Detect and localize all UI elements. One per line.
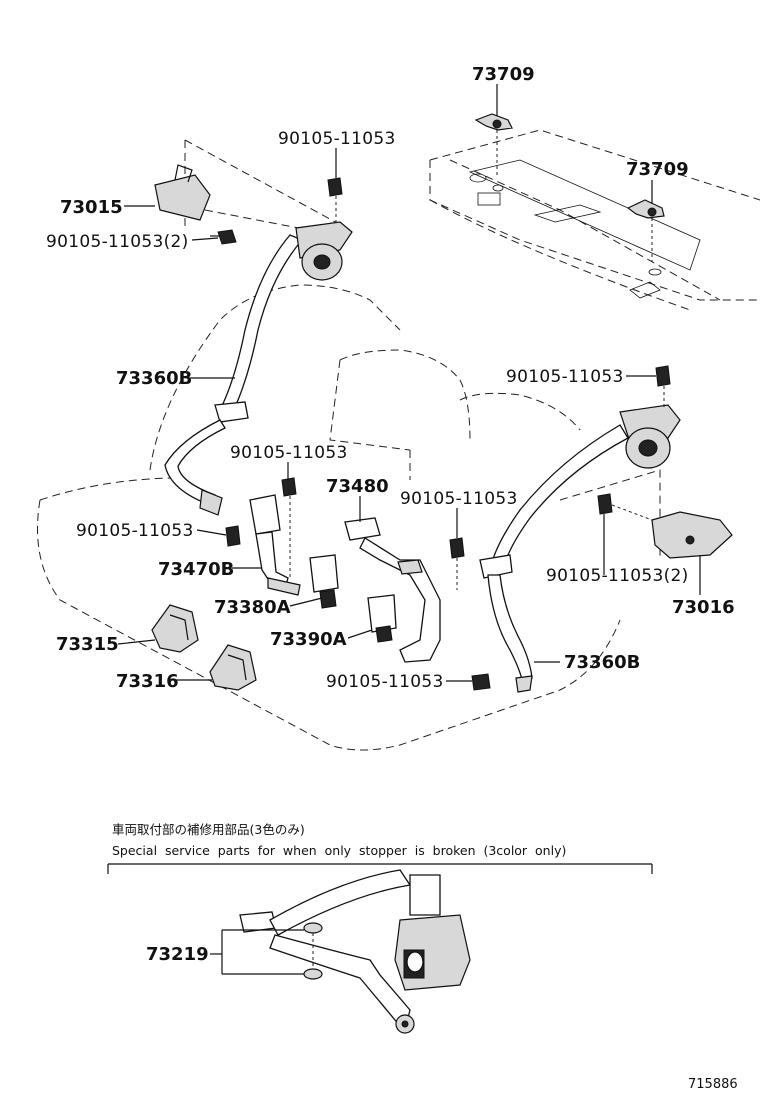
bolt-90105-left-low [225, 525, 241, 547]
label-90105-2-left: 90105-11053(2) [46, 232, 189, 252]
note-english: Special service parts for when only stop… [112, 843, 566, 858]
center-belt-73480 [344, 517, 441, 663]
label-73315: 73315 [56, 634, 119, 655]
left-belt-assembly [164, 221, 353, 516]
buckle-73470b [249, 494, 301, 596]
label-73480: 73480 [326, 476, 389, 497]
bolt-90105-right-pair [597, 493, 653, 521]
buckle-73390a [367, 594, 397, 643]
anchor-73015 [154, 164, 211, 221]
label-73380a: 73380A [214, 597, 291, 618]
reference-number: 715886 [688, 1077, 738, 1092]
label-90105-mid-left: 90105-11053 [230, 443, 348, 463]
bolt-90105-left-pair [210, 229, 237, 245]
label-73360b-left: 73360B [116, 368, 192, 389]
label-73016: 73016 [672, 597, 735, 618]
part-labels: 73709 73709 90105-11053 73015 90105-1105… [46, 64, 735, 692]
label-90105-2-right: 90105-11053(2) [546, 566, 689, 586]
cover-73315 [151, 604, 199, 653]
stopper-detail-drawing [239, 869, 471, 1034]
label-73015: 73015 [60, 197, 123, 218]
bracket-73709-top [474, 113, 513, 175]
note-japanese: 車両取付部の補修用部品(3色のみ) [112, 822, 305, 837]
cover-73316 [209, 644, 257, 691]
buckle-73380a [309, 554, 339, 609]
label-73709-right: 73709 [626, 159, 689, 180]
bracket-73709-right [626, 199, 665, 262]
label-73316: 73316 [116, 671, 179, 692]
label-90105-top: 90105-11053 [278, 129, 396, 149]
bolt-90105-center-left [281, 477, 297, 580]
label-73219-group: 73219 [146, 929, 304, 975]
bolt-90105-top-left [327, 177, 343, 225]
label-90105-left-low: 90105-11053 [76, 521, 194, 541]
package-tray-panel [429, 129, 760, 311]
bolt-90105-bottom [471, 673, 491, 691]
right-belt-assembly [479, 404, 681, 693]
label-73360b-right: 73360B [564, 652, 640, 673]
service-parts-note: 車両取付部の補修用部品(3色のみ) Special service parts … [107, 822, 653, 874]
label-90105-right-upper: 90105-11053 [506, 367, 624, 387]
label-90105-bottom: 90105-11053 [326, 672, 444, 692]
label-73470b: 73470B [158, 559, 234, 580]
leader-lines [117, 84, 701, 682]
rear-seat-outline [37, 139, 661, 751]
label-73390a: 73390A [270, 629, 347, 650]
label-73709-top: 73709 [472, 64, 535, 85]
bolt-90105-center-right [449, 537, 465, 590]
anchor-73016 [651, 511, 733, 559]
label-90105-mid-right: 90105-11053 [400, 489, 518, 509]
label-73219: 73219 [146, 944, 209, 965]
bolt-90105-right-upper [655, 365, 671, 410]
